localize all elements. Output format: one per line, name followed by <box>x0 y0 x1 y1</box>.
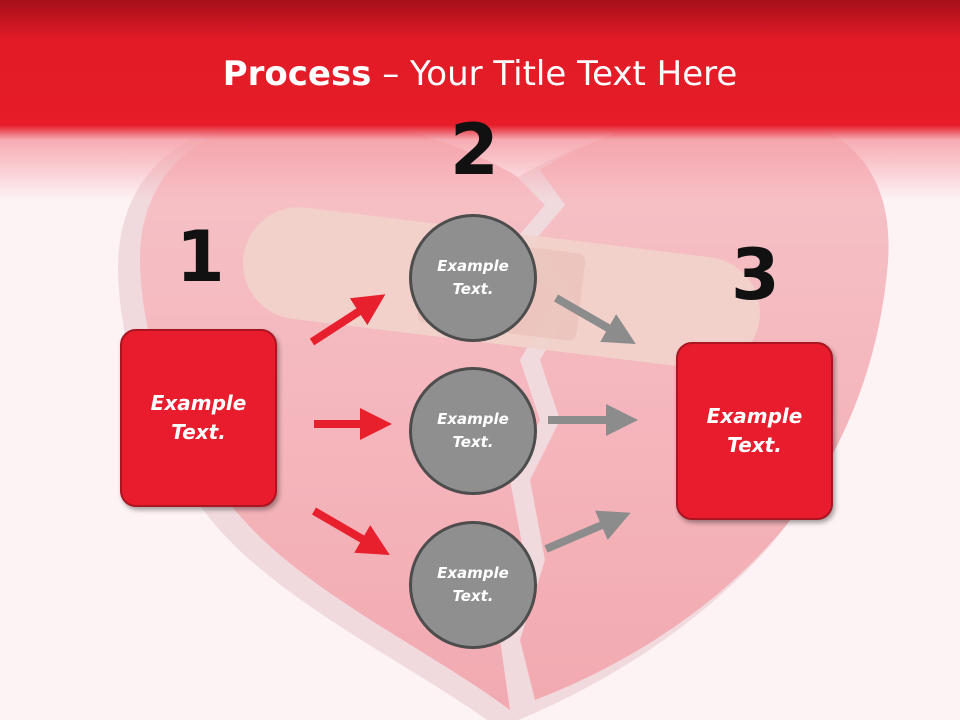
step-number-1: 1 <box>176 216 225 298</box>
header-band <box>0 0 960 200</box>
circle-middle-label: Example Text. <box>437 410 509 451</box>
slide-title: Process – Your Title Text Here <box>0 52 960 96</box>
circle-top-label: Example Text. <box>437 257 509 298</box>
right-box-label: Example Text. <box>706 404 803 457</box>
left-text-box[interactable]: Example Text. <box>120 329 277 507</box>
circle-bottom-label: Example Text. <box>437 564 509 605</box>
left-box-label: Example Text. <box>150 391 247 444</box>
circle-bottom[interactable]: Example Text. <box>409 521 537 649</box>
circle-top[interactable]: Example Text. <box>409 214 537 342</box>
step-number-3: 3 <box>731 234 780 316</box>
arrow-red-down <box>311 507 390 556</box>
arrow-gray-down <box>554 294 636 344</box>
arrow-red-up <box>309 294 386 346</box>
arrow-gray-up <box>544 510 631 553</box>
step-number-2: 2 <box>450 109 499 191</box>
title-rest: – Your Title Text Here <box>371 54 738 94</box>
title-bold: Process <box>222 54 372 94</box>
right-text-box[interactable]: Example Text. <box>676 342 833 520</box>
circle-middle[interactable]: Example Text. <box>409 367 537 495</box>
